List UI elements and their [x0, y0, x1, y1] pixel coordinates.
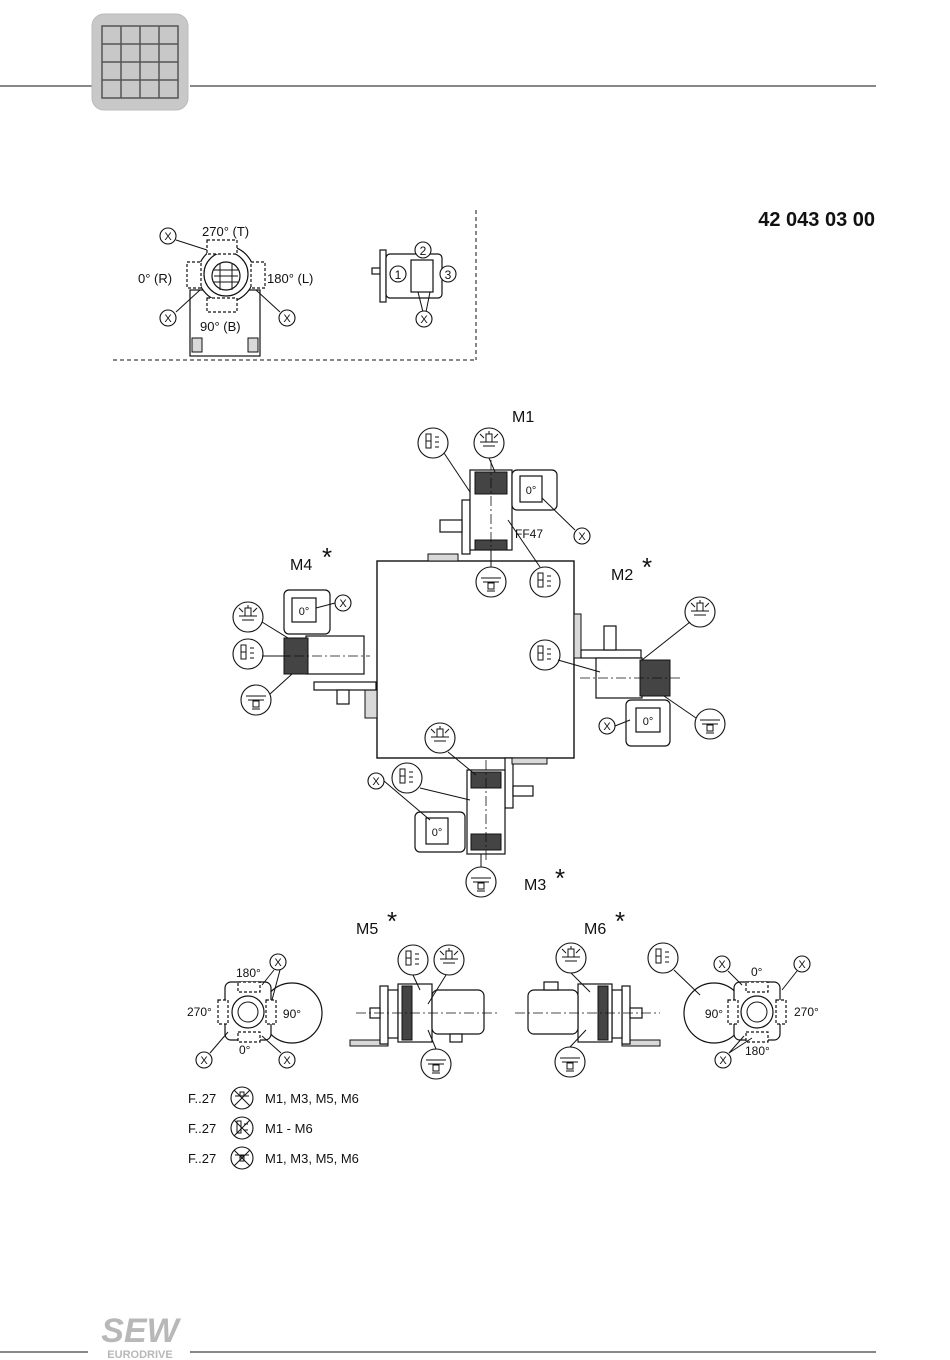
position-m4: M4 * 0°: [233, 542, 377, 718]
svg-text:F..27: F..27: [188, 1091, 216, 1106]
svg-text:0°: 0°: [526, 485, 537, 497]
position-m5: M5 *: [350, 906, 500, 1079]
svg-text:180° (L): 180° (L): [267, 271, 313, 286]
note-1: F..27 M1, M3, M5, M6: [188, 1087, 359, 1109]
svg-text:*: *: [555, 863, 565, 893]
svg-text:*: *: [615, 906, 625, 936]
svg-text:M1, M3, M5, M6: M1, M3, M5, M6: [265, 1151, 359, 1166]
svg-text:0°: 0°: [239, 1043, 251, 1057]
svg-text:270° (T): 270° (T): [202, 224, 249, 239]
svg-text:M3: M3: [524, 877, 546, 894]
svg-text:0°: 0°: [643, 716, 654, 728]
position-m6: M6 *: [515, 906, 660, 1077]
svg-text:M2: M2: [611, 567, 633, 584]
svg-text:M1: M1: [512, 409, 534, 426]
svg-text:180°: 180°: [745, 1044, 770, 1058]
svg-text:270°: 270°: [187, 1005, 212, 1019]
svg-text:M4: M4: [290, 557, 312, 574]
document-number: 42 043 03 00: [758, 209, 875, 231]
brand-logo: SEW: [101, 1312, 181, 1350]
svg-text:270°: 270°: [794, 1005, 819, 1019]
svg-text:F..27: F..27: [188, 1121, 216, 1136]
svg-text:M6: M6: [584, 921, 606, 938]
cable-entry-positions: 1 2 3: [372, 242, 456, 327]
terminal-box-positions: 270° (T) 0° (R) 180° (L) 90° (B): [138, 224, 313, 356]
grid-icon: [92, 14, 188, 110]
note-2: F..27 M1 - M6: [188, 1117, 313, 1139]
footer: SEW EURODRIVE: [0, 1312, 876, 1360]
svg-text:90°: 90°: [283, 1007, 301, 1021]
svg-text:90°: 90°: [705, 1007, 723, 1021]
svg-text:0°: 0°: [432, 827, 443, 839]
svg-text:*: *: [387, 906, 397, 936]
end-view-left: 90° 180° 270° 0°: [187, 954, 322, 1068]
svg-text:M5: M5: [356, 921, 378, 938]
note-3: F..27 M1, M3, M5, M6: [188, 1147, 359, 1169]
end-view-right: 90° 0° 270° 180°: [648, 943, 819, 1068]
svg-text:*: *: [642, 552, 652, 582]
svg-text:3: 3: [445, 268, 452, 282]
brand-subtitle: EURODRIVE: [107, 1349, 172, 1360]
header: [0, 14, 876, 110]
svg-text:1: 1: [395, 268, 402, 282]
svg-text:F..27: F..27: [188, 1151, 216, 1166]
svg-text:90° (B): 90° (B): [200, 319, 241, 334]
svg-text:0° (R): 0° (R): [138, 271, 172, 286]
svg-text:180°: 180°: [236, 966, 261, 980]
svg-text:FF47: FF47: [515, 527, 543, 541]
svg-text:M1 - M6: M1 - M6: [265, 1121, 313, 1136]
notes: F..27 M1, M3, M5, M6 F..27 M1 - M6: [188, 1087, 359, 1169]
svg-text:2: 2: [420, 244, 427, 258]
svg-text:0°: 0°: [751, 965, 763, 979]
svg-text:0°: 0°: [299, 606, 310, 618]
svg-text:M1, M3, M5, M6: M1, M3, M5, M6: [265, 1091, 359, 1106]
svg-text:*: *: [322, 542, 332, 572]
